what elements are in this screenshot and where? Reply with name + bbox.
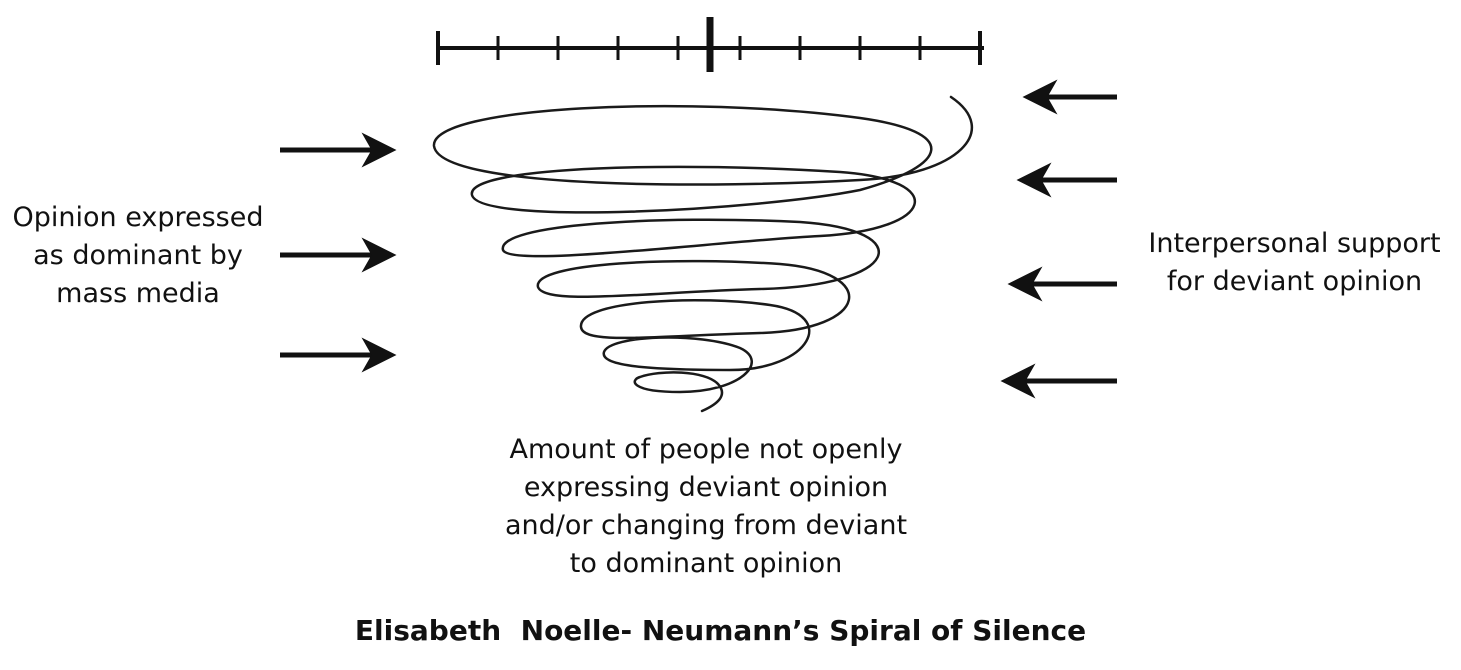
- silent-people-label-line: and/or changing from deviant: [504, 510, 908, 541]
- silent-people-label-line: to dominant opinion: [569, 548, 843, 579]
- mass-media-label: Opinion expressed as dominant by mass me…: [0, 199, 276, 313]
- interpersonal-support-label-line: Interpersonal support: [1148, 228, 1441, 259]
- interpersonal-support-label-line: for deviant opinion: [1166, 266, 1423, 297]
- mass-media-label-line: Opinion expressed: [12, 202, 264, 233]
- silent-people-label: Amount of people not openly expressing d…: [430, 431, 982, 583]
- interpersonal-support-label: Interpersonal support for deviant opinio…: [1128, 225, 1461, 301]
- mass-media-label-line: mass media: [56, 278, 220, 309]
- diagram-title: Elisabeth Noelle- Neumann’s Spiral of Si…: [354, 614, 1087, 647]
- silent-people-label-line: expressing deviant opinion: [523, 472, 889, 503]
- silent-people-label-line: Amount of people not openly: [509, 434, 903, 465]
- mass-media-label-line: as dominant by: [33, 240, 243, 271]
- scale-bar-icon: [436, 17, 984, 72]
- spiral-icon: [432, 95, 974, 413]
